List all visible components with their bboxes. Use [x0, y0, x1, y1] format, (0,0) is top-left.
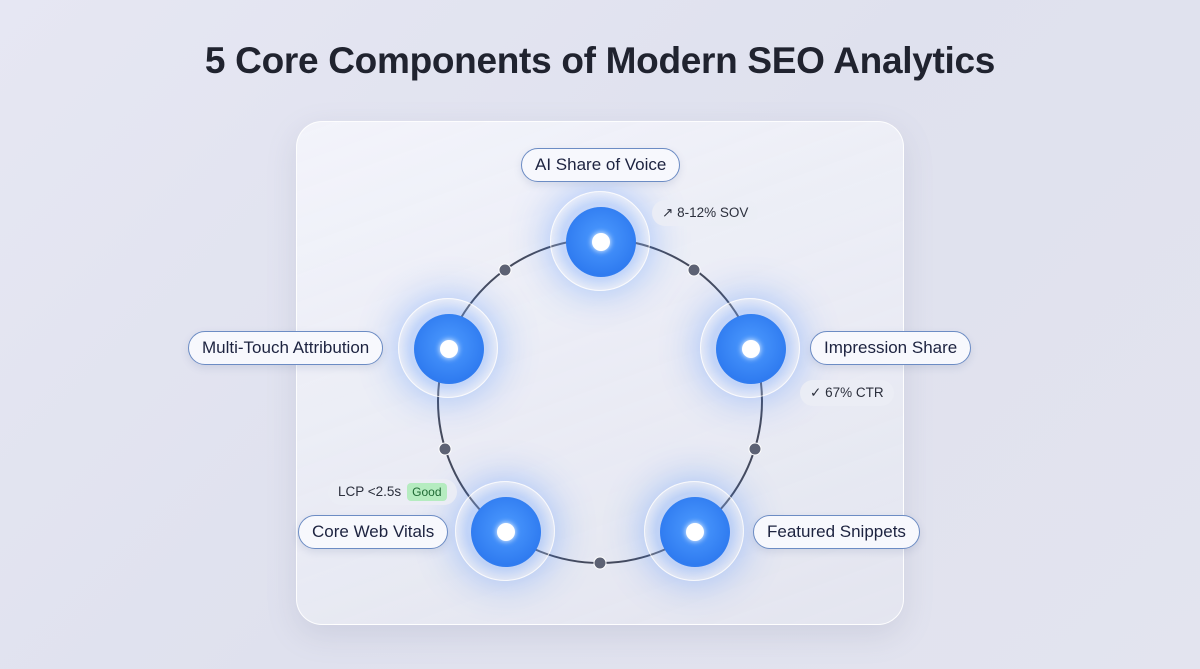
label-ai-share-of-voice: AI Share of Voice — [521, 148, 681, 182]
connector-dot — [498, 263, 512, 277]
metric-chip-ctr: ✓ 67% CTR — [800, 380, 894, 406]
connector-dot — [438, 442, 452, 456]
label-featured-snippets: Featured Snippets — [753, 515, 920, 549]
label-multi-touch-attribution: Multi-Touch Attribution — [188, 331, 384, 365]
node-multi-touch-attribution — [398, 298, 498, 398]
metric-chip-sov: ↗ 8-12% SOV — [652, 200, 759, 226]
node-featured-snippets — [644, 481, 744, 581]
node-impression-share — [700, 298, 800, 398]
node-core-web-vitals — [455, 481, 555, 581]
arrow-up-right-icon: ↗ — [662, 205, 674, 220]
node-ai-share-of-voice — [550, 191, 650, 291]
label-impression-share: Impression Share — [810, 331, 972, 365]
connector-dot — [593, 556, 607, 570]
check-icon: ✓ — [810, 385, 822, 400]
label-core-web-vitals: Core Web Vitals — [298, 515, 449, 549]
page-title: 5 Core Components of Modern SEO Analytic… — [204, 40, 996, 81]
connector-dot — [748, 442, 762, 456]
status-badge: Good — [407, 483, 447, 501]
connector-dot — [687, 263, 701, 277]
